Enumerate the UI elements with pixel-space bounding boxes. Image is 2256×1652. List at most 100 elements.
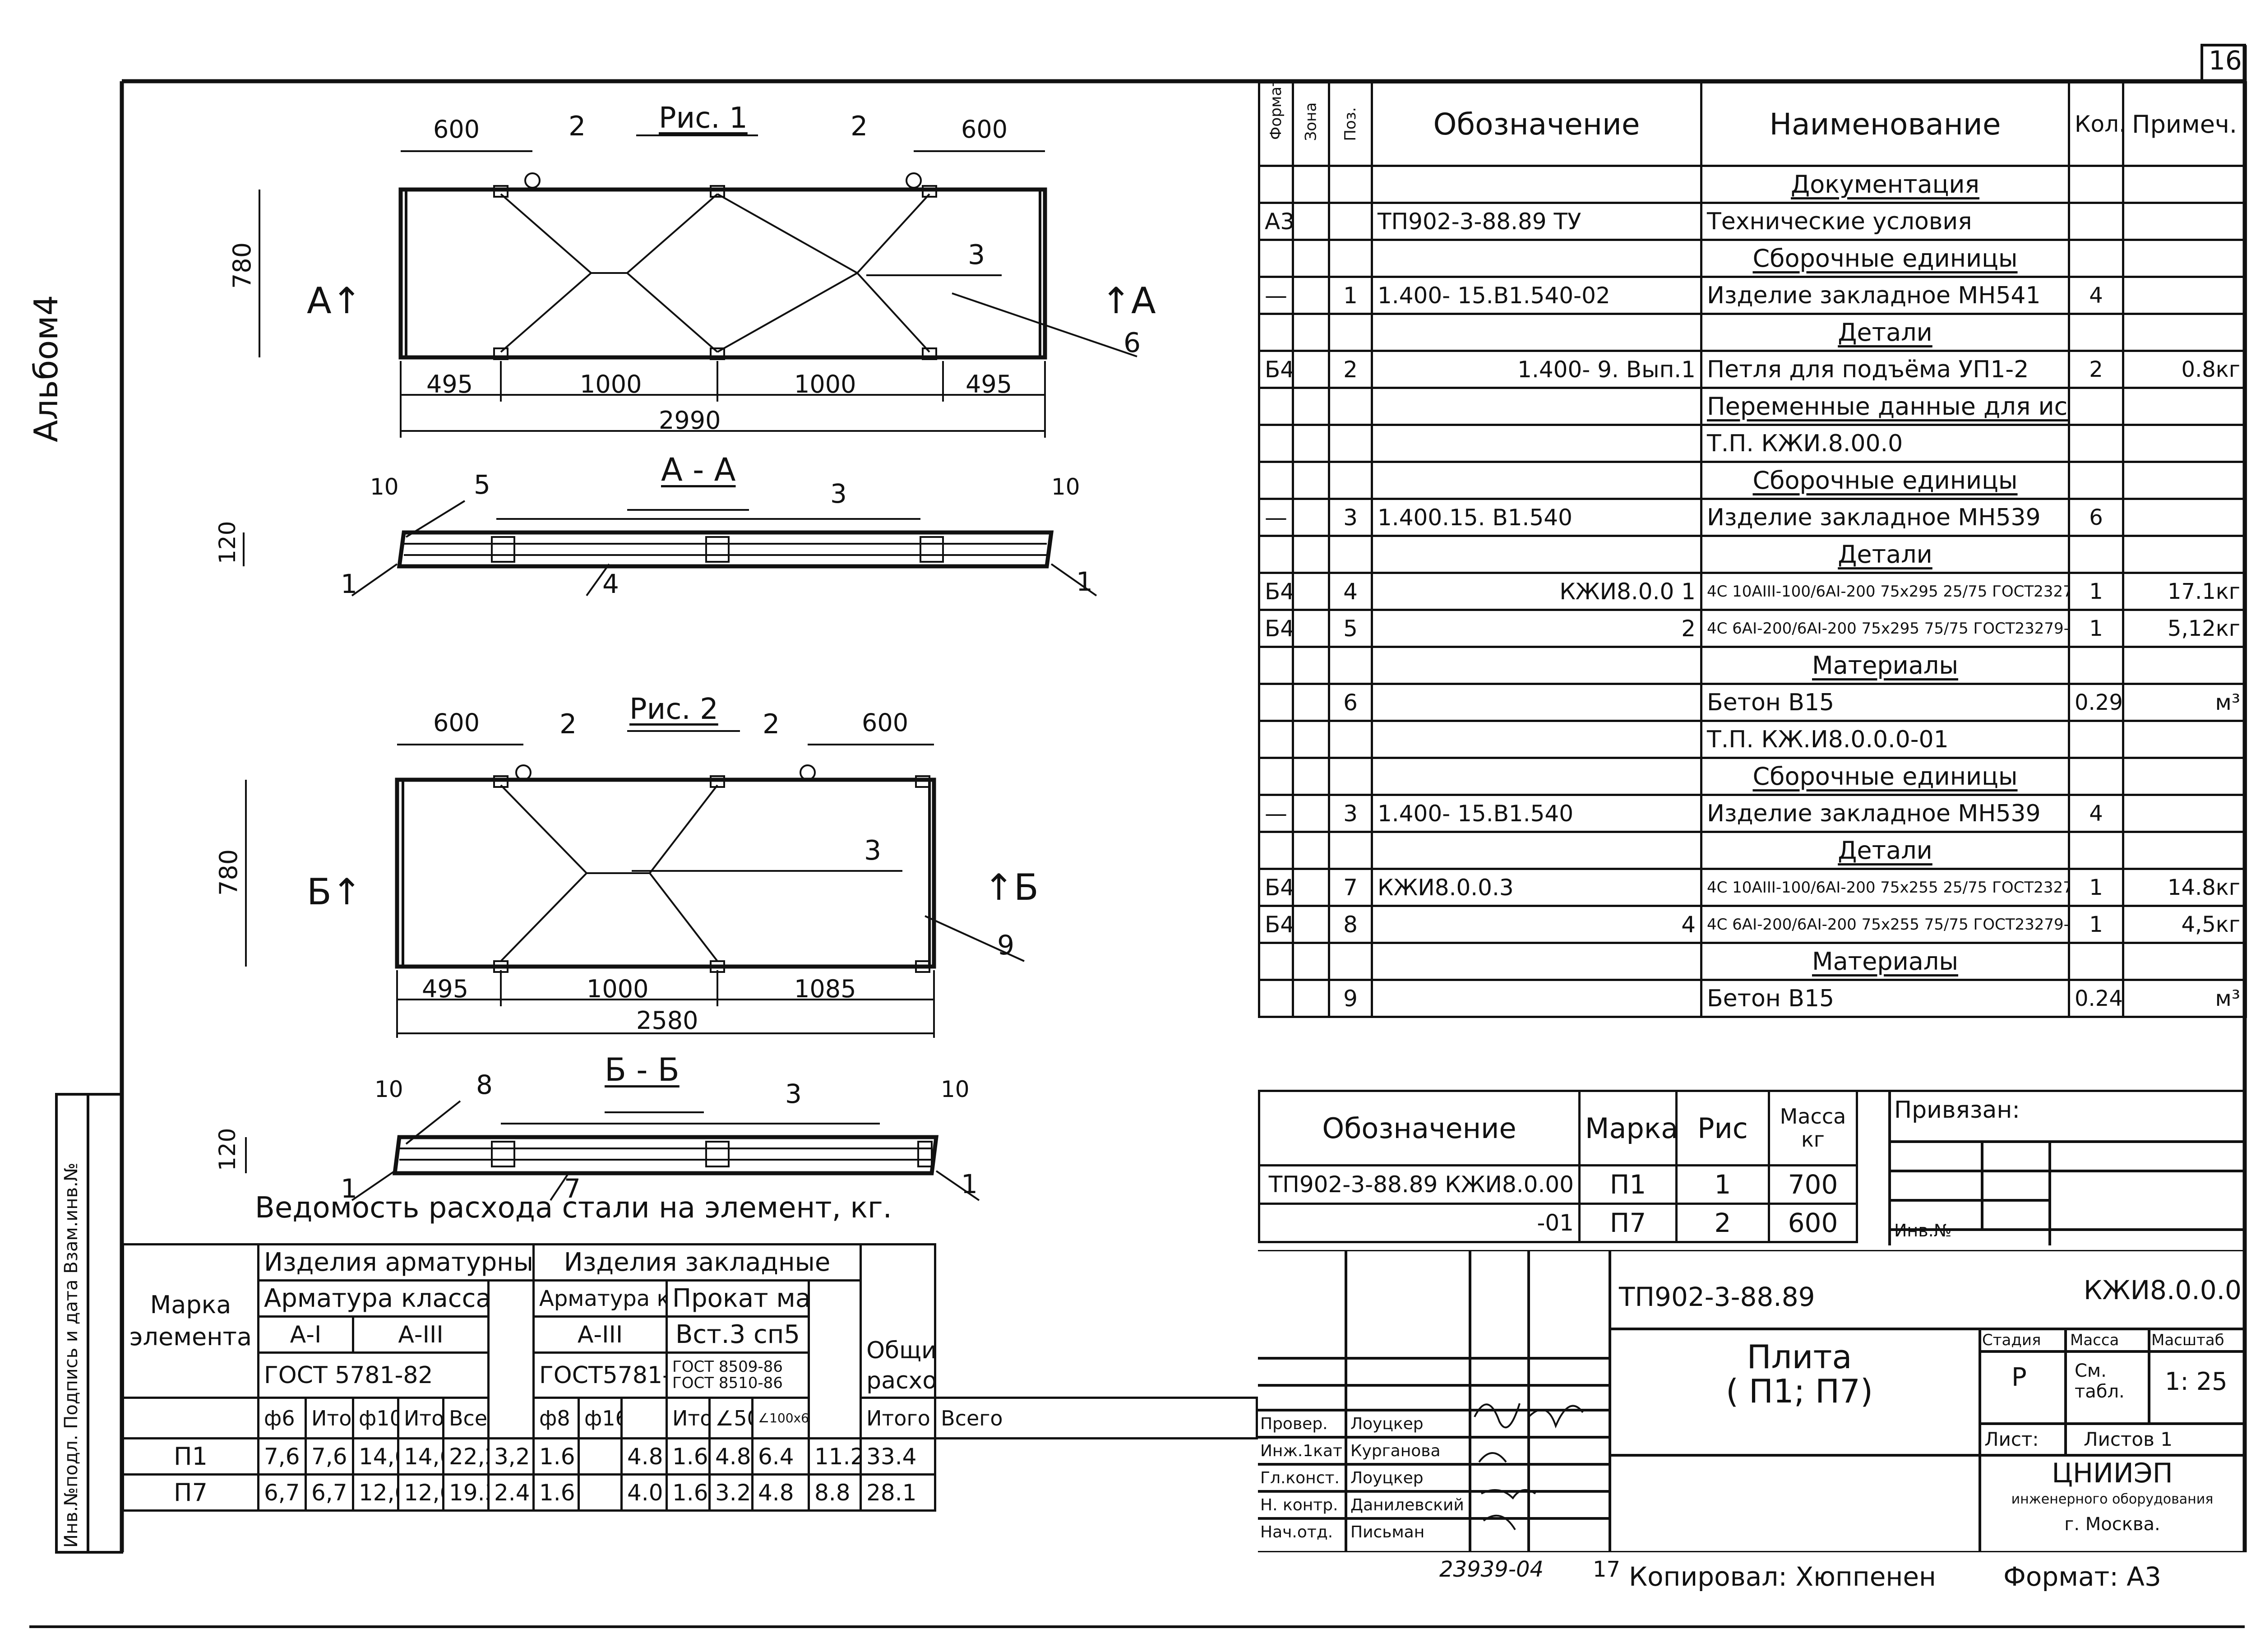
spec-cell-fmt xyxy=(1258,165,1294,204)
steel-row-cell: 8.8 xyxy=(807,1473,862,1512)
steel-subheader-cell: Всего xyxy=(934,1397,1258,1439)
spec-cell-code xyxy=(1371,942,1702,981)
steel-table: Марка элемента Изделия арматурные Издели… xyxy=(122,1243,1258,1512)
spec-cell-code xyxy=(1371,831,1702,870)
binding-box: Привязан: Инв.№ xyxy=(1856,1090,2245,1245)
spec-cell-note xyxy=(2122,757,2247,796)
steel-row-cell: 3.2 xyxy=(708,1473,754,1512)
spec-row: Т.П. КЖ.И8.0.0.0-01 xyxy=(1258,720,2247,759)
spec-cell-code xyxy=(1371,461,1702,500)
fig1-title: Рис. 1 xyxy=(659,102,748,135)
spec-cell-qty xyxy=(2068,313,2124,352)
steel-row-cell: 4.8 xyxy=(620,1437,668,1476)
spec-cell-name: Т.П. КЖИ.8.00.0 xyxy=(1700,424,2070,463)
spec-cell-fmt: — xyxy=(1258,498,1294,537)
fig1-section-dim: 10 xyxy=(1051,474,1080,500)
spec-cell-code xyxy=(1371,239,1702,278)
copy-number: 17 xyxy=(1593,1557,1621,1582)
spec-cell-zone xyxy=(1292,535,1330,574)
steel-title: Ведомость расхода стали на элемент, кг. xyxy=(255,1191,892,1225)
fig2-view-mark: Б↑ xyxy=(307,871,362,913)
spec-cell-name: Бетон В15 xyxy=(1700,979,2070,1018)
spec-cell-qty xyxy=(2068,239,2124,278)
fig1-section-callout: 1 xyxy=(1076,566,1093,597)
spec-cell-note: 5,12кг xyxy=(2122,609,2247,648)
spec-cell-pos: 5 xyxy=(1328,609,1373,648)
spec-cell-zone xyxy=(1292,757,1330,796)
spec-cell-note: 17.1кг xyxy=(2122,572,2247,611)
fig2-section-callout: 3 xyxy=(785,1078,802,1109)
spec-cell-fmt: — xyxy=(1258,276,1294,315)
spec-cell-fmt xyxy=(1258,757,1294,796)
spec-cell-zone xyxy=(1292,720,1330,759)
signature xyxy=(1474,1403,1584,1429)
steel-subheader-cell: Всего xyxy=(442,1397,490,1439)
spec-cell-zone xyxy=(1292,942,1330,981)
fig2-section-callout: 7 xyxy=(564,1173,581,1204)
fig2-section-dim: 10 xyxy=(374,1076,403,1102)
marks-row: ТП902-3-88.89 КЖИ8.0.00 П1 1 700 xyxy=(1258,1164,1858,1205)
fig2-title: Рис. 2 xyxy=(629,693,718,726)
steel-subheader-cell: Итого xyxy=(666,1397,711,1439)
marks-row: -01 П7 2 600 xyxy=(1258,1203,1858,1243)
fig1-dim: 780 xyxy=(228,242,256,289)
spec-cell-qty xyxy=(2068,165,2124,204)
spec-cell-name: 4С 10АIII-100/6АI-200 75х255 25/75 ГОСТ2… xyxy=(1700,868,2070,907)
steel-row-cell: 1.6 xyxy=(532,1473,580,1512)
spec-cell-zone xyxy=(1292,239,1330,278)
fig2-embeds xyxy=(493,775,930,973)
spec-cell-zone xyxy=(1292,350,1330,389)
fig1-dim: 495 xyxy=(426,370,473,398)
steel-subheader-cell: ф10 xyxy=(352,1397,399,1439)
album-label: Альбом4 xyxy=(27,295,65,442)
spec-cell-code: КЖИ8.0.0.3 xyxy=(1371,868,1702,907)
spec-cell-qty xyxy=(2068,424,2124,463)
spec-cell-note xyxy=(2122,535,2247,574)
spec-cell-note xyxy=(2122,313,2247,352)
steel-row-cell: 28.1 xyxy=(860,1473,937,1512)
spec-cell-name: Изделие закладное МН541 xyxy=(1700,276,2070,315)
spec-cell-pos xyxy=(1328,461,1373,500)
steel-class-a3: А-III xyxy=(352,1315,490,1354)
spec-cell-note xyxy=(2122,424,2247,463)
spec-cell-name: Петля для подъёма УП1-2 xyxy=(1700,350,2070,389)
spec-cell-pos xyxy=(1328,387,1373,426)
fig1-section-dim: 120 xyxy=(214,521,240,564)
spec-cell-zone xyxy=(1292,979,1330,1018)
spec-cell-qty: 1 xyxy=(2068,572,2124,611)
spec-cell-qty: 4 xyxy=(2068,794,2124,833)
steel-row-cell: 4.0 xyxy=(620,1473,668,1512)
spec-cell-pos: 7 xyxy=(1328,868,1373,907)
steel-rebar-class: Арматура класса xyxy=(257,1279,490,1318)
spec-cell-pos xyxy=(1328,313,1373,352)
spec-section-row: Детали xyxy=(1258,313,2247,352)
title-block: ТП902-3-88.89 КЖИ8.0.0.0 Плита ( П1; П7)… xyxy=(1258,1250,2245,1552)
fig1-plan xyxy=(259,134,1137,438)
fig1-view-mark: ↑А xyxy=(1101,280,1156,322)
fig1-embeds xyxy=(493,185,937,360)
spec-cell-zone xyxy=(1292,424,1330,463)
spec-cell-code xyxy=(1371,683,1702,722)
fig2-callout: 9 xyxy=(997,930,1015,961)
spec-cell-zone xyxy=(1292,831,1330,870)
spec-cell-qty: 4 xyxy=(2068,276,2124,315)
spec-cell-pos xyxy=(1328,720,1373,759)
role-title: Н. контр. xyxy=(1260,1496,1338,1514)
steel-subheader-cell: ф6 xyxy=(257,1397,307,1439)
role-name: Лоуцкер xyxy=(1350,1415,1424,1433)
steel-group-rebar: Изделия арматурные xyxy=(257,1243,535,1282)
spec-cell-code xyxy=(1371,646,1702,685)
spec-cell-fmt xyxy=(1258,387,1294,426)
spec-cell-note xyxy=(2122,831,2247,870)
spec-cell-name: 4С 6АI-200/6АI-200 75х255 75/75 ГОСТ2327… xyxy=(1700,905,2070,944)
spec-cell-fmt xyxy=(1258,313,1294,352)
spec-cell-zone xyxy=(1292,313,1330,352)
spec-cell-pos xyxy=(1328,202,1373,241)
spec-header-format: Формат xyxy=(1267,82,1285,140)
steel-class-a3b: А-III xyxy=(532,1315,668,1354)
fig2-section-callout: 1 xyxy=(341,1173,357,1204)
